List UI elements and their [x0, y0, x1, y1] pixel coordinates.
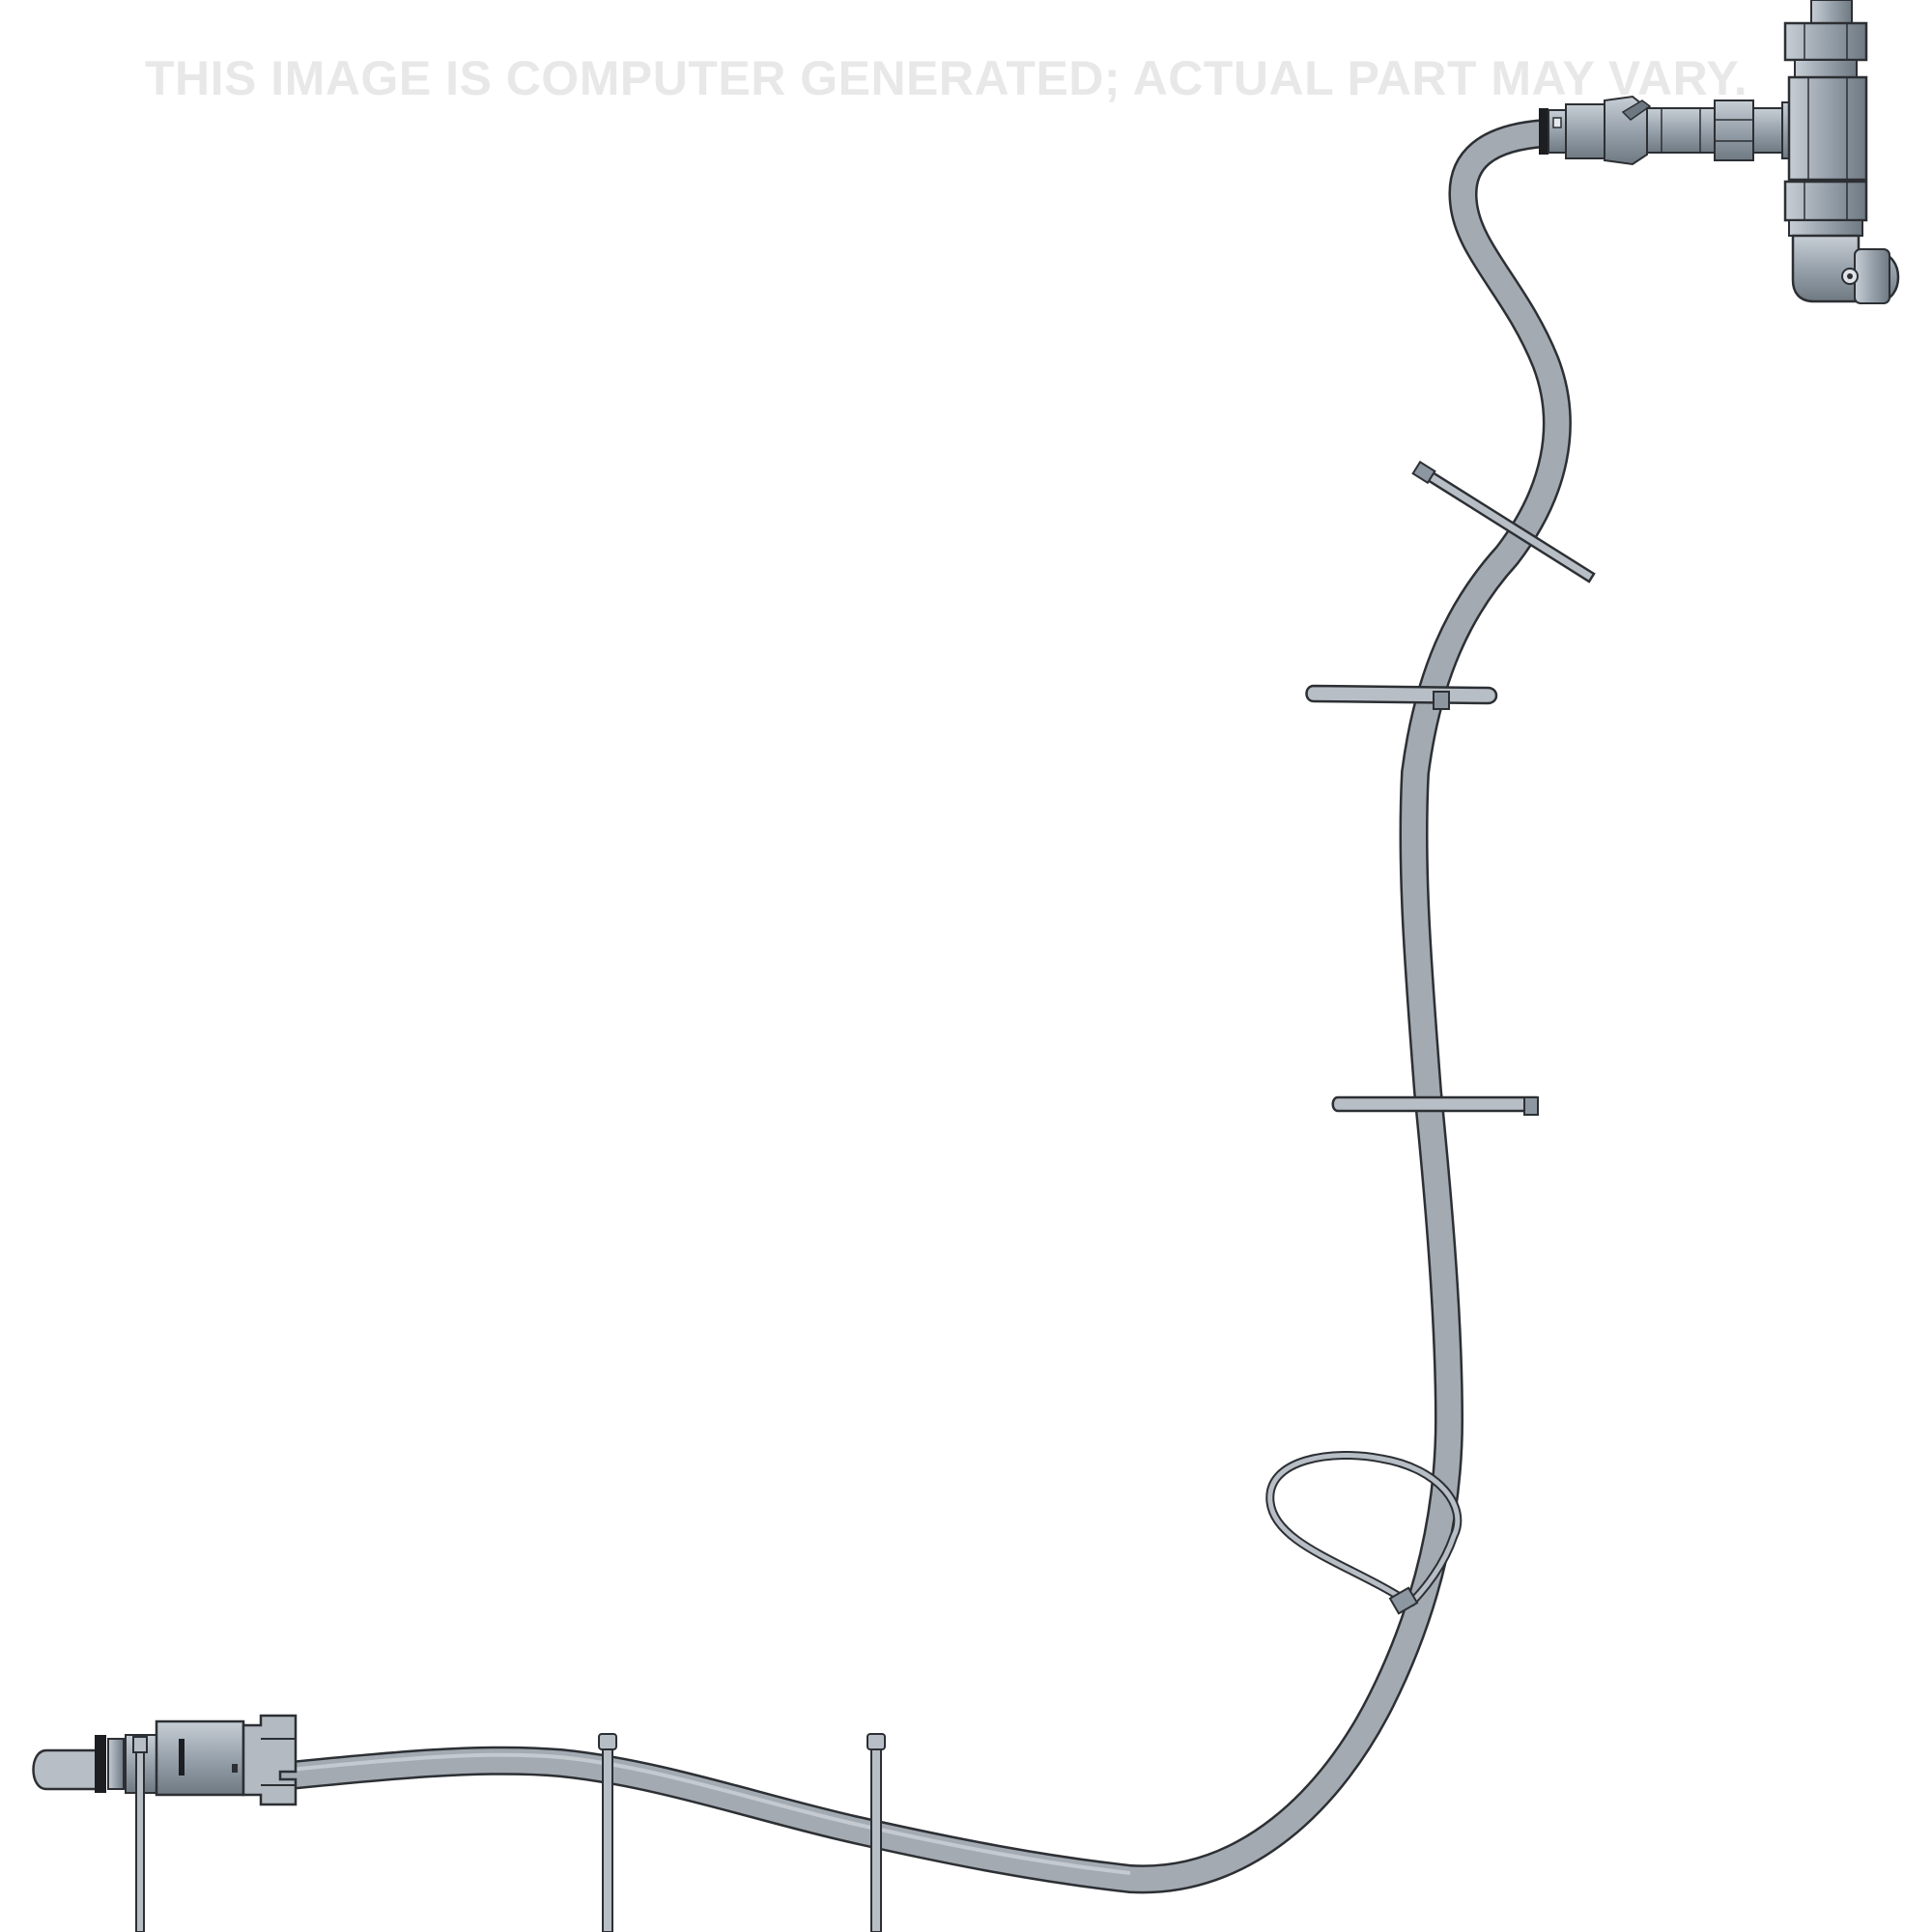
tee-body [1787, 75, 1868, 182]
top-right-fitting [1539, 0, 1900, 304]
o-ring [95, 1735, 106, 1793]
cable-tie-2 [598, 1733, 617, 1932]
connector-slot [179, 1739, 185, 1776]
connector-grip [242, 1714, 298, 1806]
hose-outline [275, 119, 1572, 1894]
left-connector [32, 1714, 298, 1806]
connector-tip [32, 1748, 102, 1791]
connector-body [155, 1719, 245, 1797]
cable-tie-3 [867, 1733, 886, 1932]
hose-body [277, 121, 1570, 1891]
cable-tie-1 [132, 1736, 148, 1932]
cable-tie-band-1 [1331, 1095, 1539, 1116]
hose-highlight [289, 1752, 1131, 1875]
hose [275, 119, 1572, 1894]
cable-tie-band-3 [1411, 460, 1596, 583]
cable-tie-band-2 [1305, 684, 1498, 710]
cable-tie-loop [1265, 1450, 1463, 1615]
watermark-text: THIS IMAGE IS COMPUTER GENERATED; ACTUAL… [145, 51, 1748, 105]
